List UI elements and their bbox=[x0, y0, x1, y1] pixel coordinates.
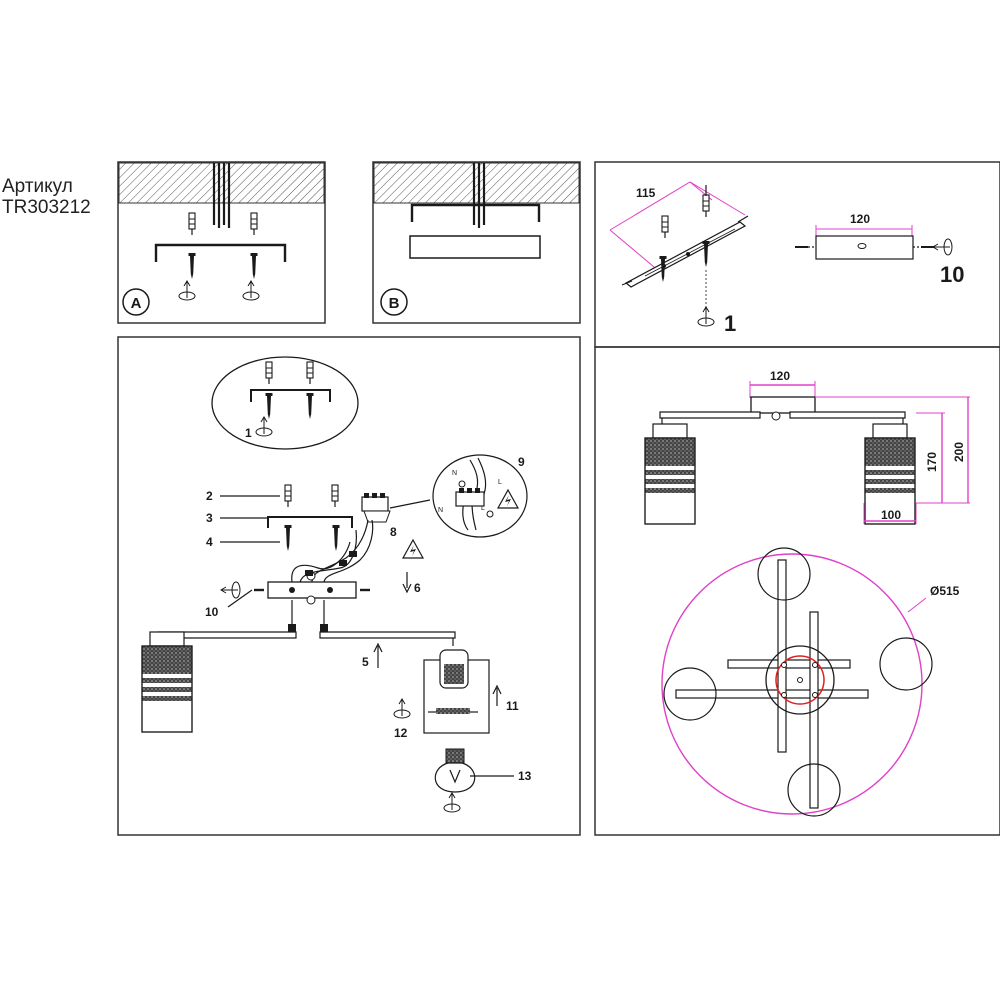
step-4-label: 4 bbox=[206, 535, 213, 549]
article-label: Артикул bbox=[2, 176, 73, 197]
panel-b: B bbox=[372, 161, 581, 324]
step-6-label: 6 bbox=[414, 581, 421, 595]
anchor-icon bbox=[284, 484, 292, 508]
rotate-icon bbox=[242, 280, 260, 301]
step-10-label: 10 bbox=[940, 262, 964, 287]
left-shade bbox=[141, 631, 193, 733]
canopy bbox=[409, 235, 541, 259]
step-10-assembly: 10 bbox=[205, 605, 219, 619]
left-shade-side bbox=[644, 423, 696, 525]
mounting-plate bbox=[154, 243, 287, 262]
right-arm bbox=[319, 631, 456, 639]
step-13-label: 13 bbox=[518, 769, 532, 783]
side-view: 120 170 200 100 bbox=[644, 369, 970, 525]
dim-120-top: 120 bbox=[850, 212, 870, 226]
dim-shade-width: 100 bbox=[881, 508, 901, 522]
canopy-120-drawing: 120 10 bbox=[795, 212, 964, 287]
screw-icon bbox=[188, 253, 196, 279]
diameter-circle bbox=[661, 553, 923, 815]
shade-disc-right bbox=[879, 637, 933, 691]
step-9-label: 9 bbox=[518, 455, 525, 469]
screw-icon bbox=[332, 525, 340, 551]
step-11-label: 11 bbox=[506, 699, 519, 713]
assembly-panel: 1 2 3 4 8 9 N L N L bbox=[117, 336, 581, 836]
plate-115-drawing: 115 1 bbox=[609, 181, 749, 336]
badge-b-label: B bbox=[389, 295, 400, 312]
bulb-icon bbox=[434, 748, 476, 793]
badge-b bbox=[380, 288, 408, 316]
dim-plate-width: 120 bbox=[770, 369, 790, 383]
step-1-callout: 1 bbox=[245, 426, 252, 440]
badge-a bbox=[122, 288, 150, 316]
ceiling-wires bbox=[212, 163, 231, 228]
step-8-label: 8 bbox=[390, 525, 397, 539]
dim-shade-height: 170 bbox=[925, 452, 939, 472]
anchor-icon bbox=[661, 215, 669, 239]
rotate-icon bbox=[178, 280, 196, 301]
screw-icon bbox=[284, 525, 292, 551]
neutral-label-bottom: N bbox=[438, 507, 443, 514]
dimensions-panel: 120 170 200 100 Ø515 bbox=[594, 346, 1000, 836]
dim-diameter: Ø515 bbox=[930, 584, 960, 598]
anchor-icon bbox=[250, 212, 258, 236]
panel-a: A bbox=[117, 161, 326, 324]
anchor-icon bbox=[702, 194, 710, 218]
warning-icon bbox=[402, 539, 424, 559]
terminal-block bbox=[361, 493, 431, 523]
rotate-icon bbox=[932, 238, 953, 256]
step-3-label: 3 bbox=[206, 511, 213, 525]
step-12-label: 12 bbox=[394, 726, 408, 740]
dim-total-height: 200 bbox=[952, 442, 966, 462]
top-view: Ø515 bbox=[661, 547, 960, 817]
canopy-body bbox=[267, 581, 357, 599]
badge-a-label: A bbox=[131, 295, 142, 312]
rotate-icon bbox=[697, 306, 715, 327]
ceiling-wires bbox=[472, 163, 486, 228]
live-label-bottom: L bbox=[481, 505, 485, 512]
step-5-label: 5 bbox=[362, 655, 369, 669]
callout-ellipse: 1 bbox=[211, 356, 359, 450]
article-number: TR303212 bbox=[2, 197, 91, 218]
ceiling-hatch bbox=[373, 162, 580, 204]
rotate-icon bbox=[220, 581, 241, 599]
wiring-bundle bbox=[291, 519, 374, 583]
anchor-icon bbox=[331, 484, 339, 508]
screw-icon bbox=[250, 253, 258, 279]
mounted-plate bbox=[410, 203, 541, 222]
rotate-icon bbox=[393, 698, 411, 719]
step-1-label: 1 bbox=[724, 311, 736, 336]
ceiling-hatch bbox=[118, 162, 325, 204]
live-label-top: L bbox=[498, 479, 502, 486]
plate-detail-panel: 115 1 120 bbox=[594, 161, 1000, 348]
wiring-callout: 9 N L N L bbox=[432, 454, 528, 538]
step-2-label: 2 bbox=[206, 489, 213, 503]
anchor-icon bbox=[188, 212, 196, 236]
dim-115: 115 bbox=[636, 186, 656, 200]
right-shade-open bbox=[423, 649, 490, 734]
rotate-icon bbox=[443, 792, 461, 813]
neutral-label-top: N bbox=[452, 470, 457, 477]
